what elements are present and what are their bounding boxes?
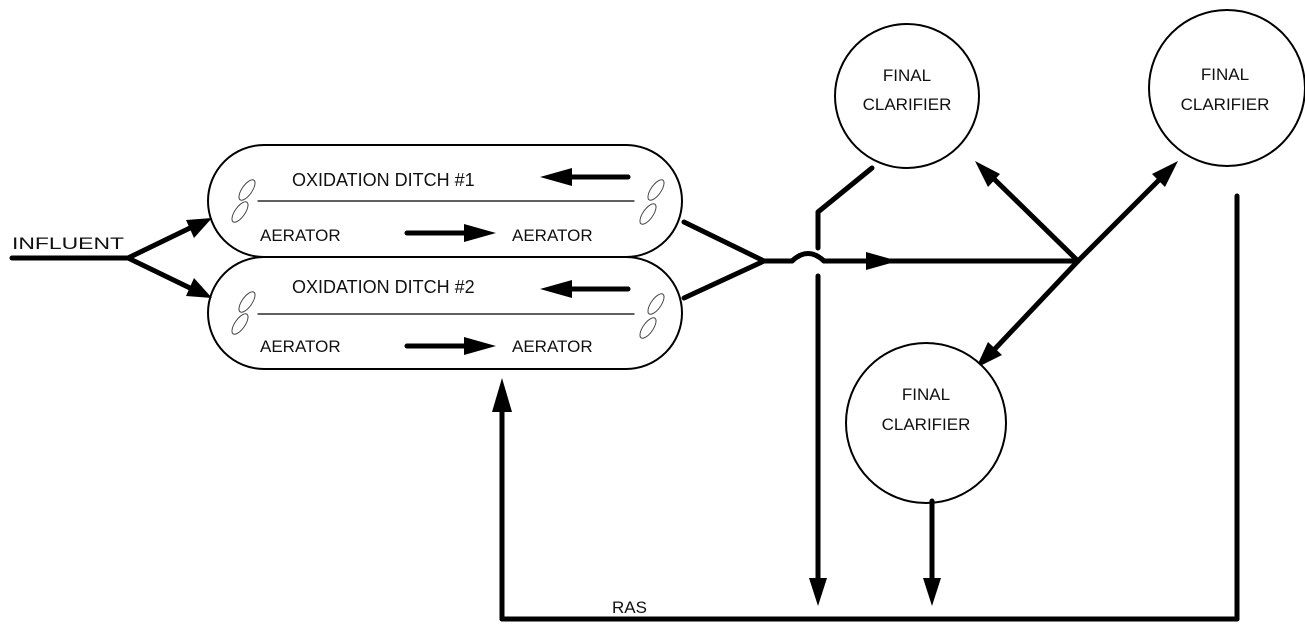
ditch-2-flow-arrow-right-head [464, 337, 496, 355]
clarifier-2-label-line1: FINAL [1201, 65, 1249, 84]
clarifier-2-tank [1148, 9, 1305, 167]
underflow-arrow-clarifier-1 [809, 578, 827, 606]
ras-return-arrow [492, 378, 512, 412]
ditch-1-title: OXIDATION DITCH #1 [292, 170, 475, 190]
influent-branch-ditch-2 [125, 255, 193, 291]
influent-line: INFLUENT [9, 218, 212, 298]
clarifier-3-tank [845, 342, 1007, 504]
ditch-1-flow-arrow-left-head [540, 168, 572, 186]
final-clarifier-1: FINAL CLARIFIER [834, 23, 980, 169]
clarifier-1-label-line1: FINAL [883, 66, 931, 85]
effluent-flow-arrow [866, 252, 898, 270]
ditch-2-right-aerator-icon [639, 293, 665, 339]
ditch-1-left-aerator-icon [231, 179, 256, 223]
ditch-2-flow-arrow-left-head [540, 280, 572, 298]
influent-arrow-ditch-1 [186, 218, 212, 238]
ditch-1-aerator-right-label: AERATOR [512, 226, 593, 245]
ditch-2-title: OXIDATION DITCH #2 [292, 277, 475, 297]
feed-arrow-clarifier-3 [976, 342, 1002, 368]
ras-return-line: RAS [492, 378, 1240, 622]
influent-arrow-ditch-2 [186, 278, 212, 298]
ditch-effluent-line [681, 219, 1081, 301]
oxidation-ditch-1: OXIDATION DITCH #1 AERATOR AERATOR [207, 144, 683, 258]
clarifier-3-label-line1: FINAL [902, 385, 950, 404]
ditch-1-flow-arrow-right-head [464, 224, 496, 242]
ditch-2-aerator-right-label: AERATOR [512, 337, 593, 356]
clarifier-underflow-lines [809, 165, 1240, 622]
ditch-1-aerator-left-label: AERATOR [260, 226, 341, 245]
clarifier-1-label-line2: CLARIFIER [863, 95, 952, 114]
clarifier-feed-lines [975, 161, 1178, 368]
ditch-1-right-aerator-icon [639, 179, 665, 225]
influent-branch-ditch-1 [125, 225, 193, 261]
ditch-2-aerator-left-label: AERATOR [260, 337, 341, 356]
clarifier-2-label-line2: CLARIFIER [1181, 95, 1270, 114]
oxidation-ditch-2: OXIDATION DITCH #2 AERATOR AERATOR [207, 256, 683, 370]
final-clarifier-3: FINAL CLARIFIER [845, 342, 1007, 504]
clarifier-3-label-line2: CLARIFIER [882, 415, 971, 434]
final-clarifier-2: FINAL CLARIFIER [1148, 9, 1305, 167]
clarifier-1-tank [834, 23, 980, 169]
feed-arrow-clarifier-2 [1152, 161, 1178, 187]
ras-label: RAS [612, 598, 647, 617]
influent-label: INFLUENT [12, 234, 124, 253]
feed-arrow-clarifier-1 [975, 161, 1000, 187]
ditch-2-left-aerator-icon [231, 291, 256, 335]
underflow-arrow-clarifier-3 [923, 578, 941, 606]
